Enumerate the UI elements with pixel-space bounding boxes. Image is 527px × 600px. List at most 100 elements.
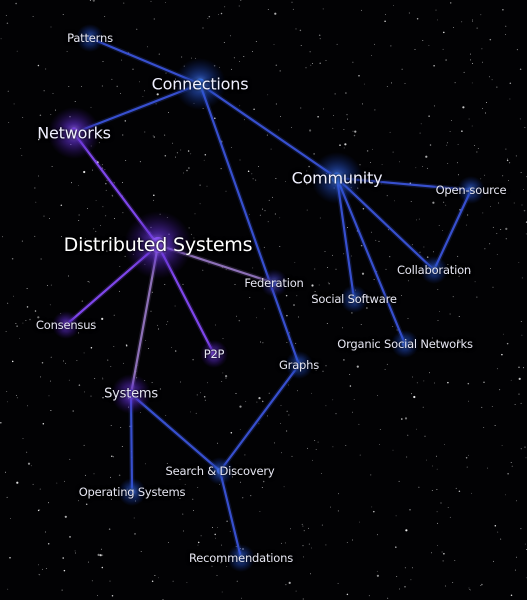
star <box>407 317 409 319</box>
label-systems[interactable]: Systems <box>104 386 158 402</box>
label-federation[interactable]: Federation <box>244 276 304 290</box>
node-social-software[interactable] <box>351 296 357 302</box>
star <box>321 524 323 526</box>
node-distributed-systems[interactable] <box>150 237 166 253</box>
star <box>398 480 400 482</box>
label-social-software[interactable]: Social Software <box>311 292 397 306</box>
star <box>335 268 337 270</box>
star <box>306 170 308 172</box>
star <box>48 502 50 504</box>
star <box>302 545 304 547</box>
node-federation[interactable] <box>271 280 277 286</box>
star <box>212 527 213 528</box>
star <box>157 324 158 326</box>
node-systems[interactable] <box>126 389 136 399</box>
star <box>490 206 491 208</box>
label-distributed-systems[interactable]: Distributed Systems <box>63 234 253 256</box>
star <box>34 310 37 312</box>
star <box>449 516 451 518</box>
label-graphs[interactable]: Graphs <box>278 358 320 372</box>
label-organic-social-networks[interactable]: Organic Social Networks <box>337 337 473 351</box>
star <box>309 129 312 132</box>
star <box>292 8 294 10</box>
star <box>325 405 327 407</box>
star <box>208 15 211 18</box>
node-collaboration[interactable] <box>431 267 437 273</box>
star <box>179 497 181 499</box>
star <box>231 68 232 70</box>
label-search-discovery[interactable]: Search & Discovery <box>165 464 275 478</box>
star <box>150 310 152 312</box>
star <box>50 26 52 28</box>
star <box>418 486 420 488</box>
star <box>491 79 493 81</box>
label-connections[interactable]: Connections <box>151 74 249 94</box>
node-networks[interactable] <box>68 127 80 139</box>
star <box>458 275 460 277</box>
star <box>446 144 448 146</box>
star <box>314 440 316 441</box>
star <box>258 397 261 400</box>
star <box>378 240 380 242</box>
star <box>296 295 298 297</box>
node-patterns[interactable] <box>87 35 93 41</box>
star <box>363 83 365 85</box>
star <box>239 105 241 107</box>
star <box>441 229 443 231</box>
star <box>26 288 28 290</box>
star <box>471 82 473 84</box>
label-community[interactable]: Community <box>291 168 383 188</box>
star <box>303 530 305 532</box>
star <box>164 284 166 285</box>
star <box>386 195 388 197</box>
star <box>450 119 452 121</box>
star <box>384 20 386 23</box>
star <box>308 543 310 545</box>
label-patterns[interactable]: Patterns <box>67 31 113 45</box>
label-operating-systems[interactable]: Operating Systems <box>78 485 186 499</box>
star <box>480 178 482 180</box>
label-p2p[interactable]: P2P <box>203 347 225 361</box>
star <box>75 552 76 554</box>
label-recommendations[interactable]: Recommendations <box>188 551 294 565</box>
node-organic-social-networks[interactable] <box>402 341 408 347</box>
label-collaboration[interactable]: Collaboration <box>396 263 472 277</box>
node-layer <box>48 24 485 572</box>
star <box>400 295 402 296</box>
star <box>358 74 360 77</box>
star <box>199 203 201 205</box>
star <box>396 329 398 331</box>
node-search-discovery[interactable] <box>217 468 223 474</box>
node-graphs[interactable] <box>296 362 302 368</box>
node-operating-systems[interactable] <box>129 489 135 495</box>
node-community[interactable] <box>331 172 343 184</box>
star <box>202 27 204 29</box>
star <box>490 268 492 270</box>
star <box>194 213 196 215</box>
star <box>514 569 516 571</box>
star <box>60 204 63 207</box>
star <box>310 573 311 575</box>
star <box>125 160 127 161</box>
node-p2p[interactable] <box>211 351 217 357</box>
label-consensus[interactable]: Consensus <box>35 318 97 332</box>
label-open-source[interactable]: Open-source <box>435 183 507 197</box>
node-consensus[interactable] <box>63 322 69 328</box>
node-open-source[interactable] <box>468 187 474 193</box>
star <box>486 102 487 104</box>
star <box>285 181 286 182</box>
star <box>374 109 376 111</box>
star <box>87 207 88 209</box>
star <box>410 579 412 581</box>
star <box>212 250 214 251</box>
node-connections[interactable] <box>194 78 206 90</box>
star <box>337 583 339 585</box>
star <box>461 130 463 132</box>
star <box>78 184 79 186</box>
star <box>16 481 19 484</box>
star <box>274 213 276 215</box>
star <box>49 218 50 220</box>
node-recommendations[interactable] <box>238 555 244 561</box>
label-networks[interactable]: Networks <box>37 123 111 143</box>
star <box>374 43 376 45</box>
